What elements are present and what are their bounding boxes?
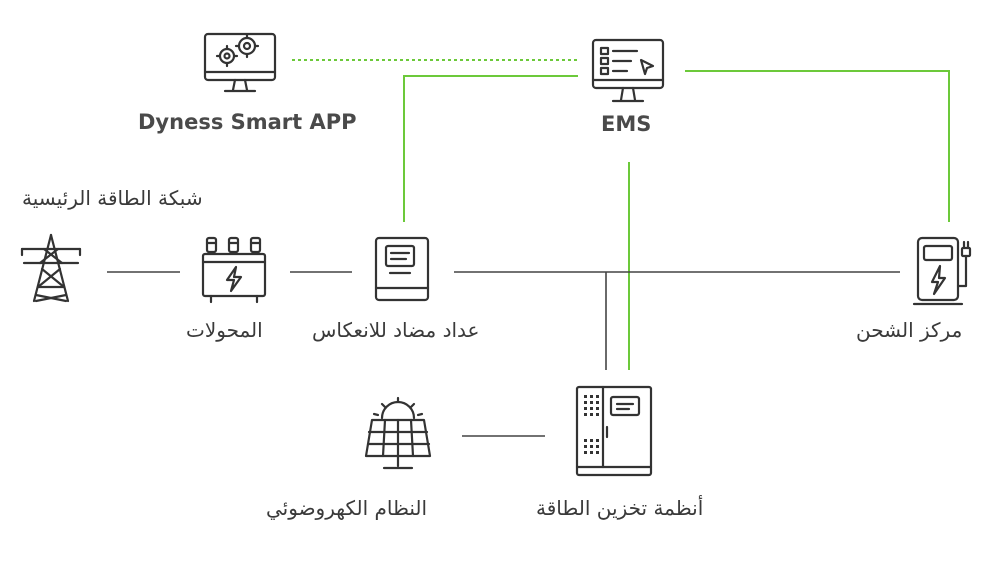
ev-charger-icon [912,236,972,306]
solar-panel-icon [364,396,432,470]
ems-label: EMS [601,112,652,136]
battery-cabinet-icon [575,385,653,477]
power-links [107,271,900,437]
meter-label: عداد مضاد للانعكاس [312,318,480,342]
transformer-label: المحولات [186,318,263,342]
storage-label: أنظمة تخزين الطاقة [536,496,704,520]
communication-links [292,59,950,370]
monitor-dashboard-icon [591,38,665,103]
ems-charger-link [685,70,950,222]
power-tower-icon [20,233,82,303]
pv-label: النظام الكهروضوئي [266,496,428,520]
transformer-icon [201,236,267,304]
monitor-gears-icon [203,32,277,93]
electric-meter-icon [374,236,430,302]
app-label: Dyness Smart APP [138,110,357,134]
ems-meter-link [403,75,578,222]
charger-label: مركز الشحن [856,318,963,342]
grid-label: شبكة الطاقة الرئيسية [22,186,203,210]
